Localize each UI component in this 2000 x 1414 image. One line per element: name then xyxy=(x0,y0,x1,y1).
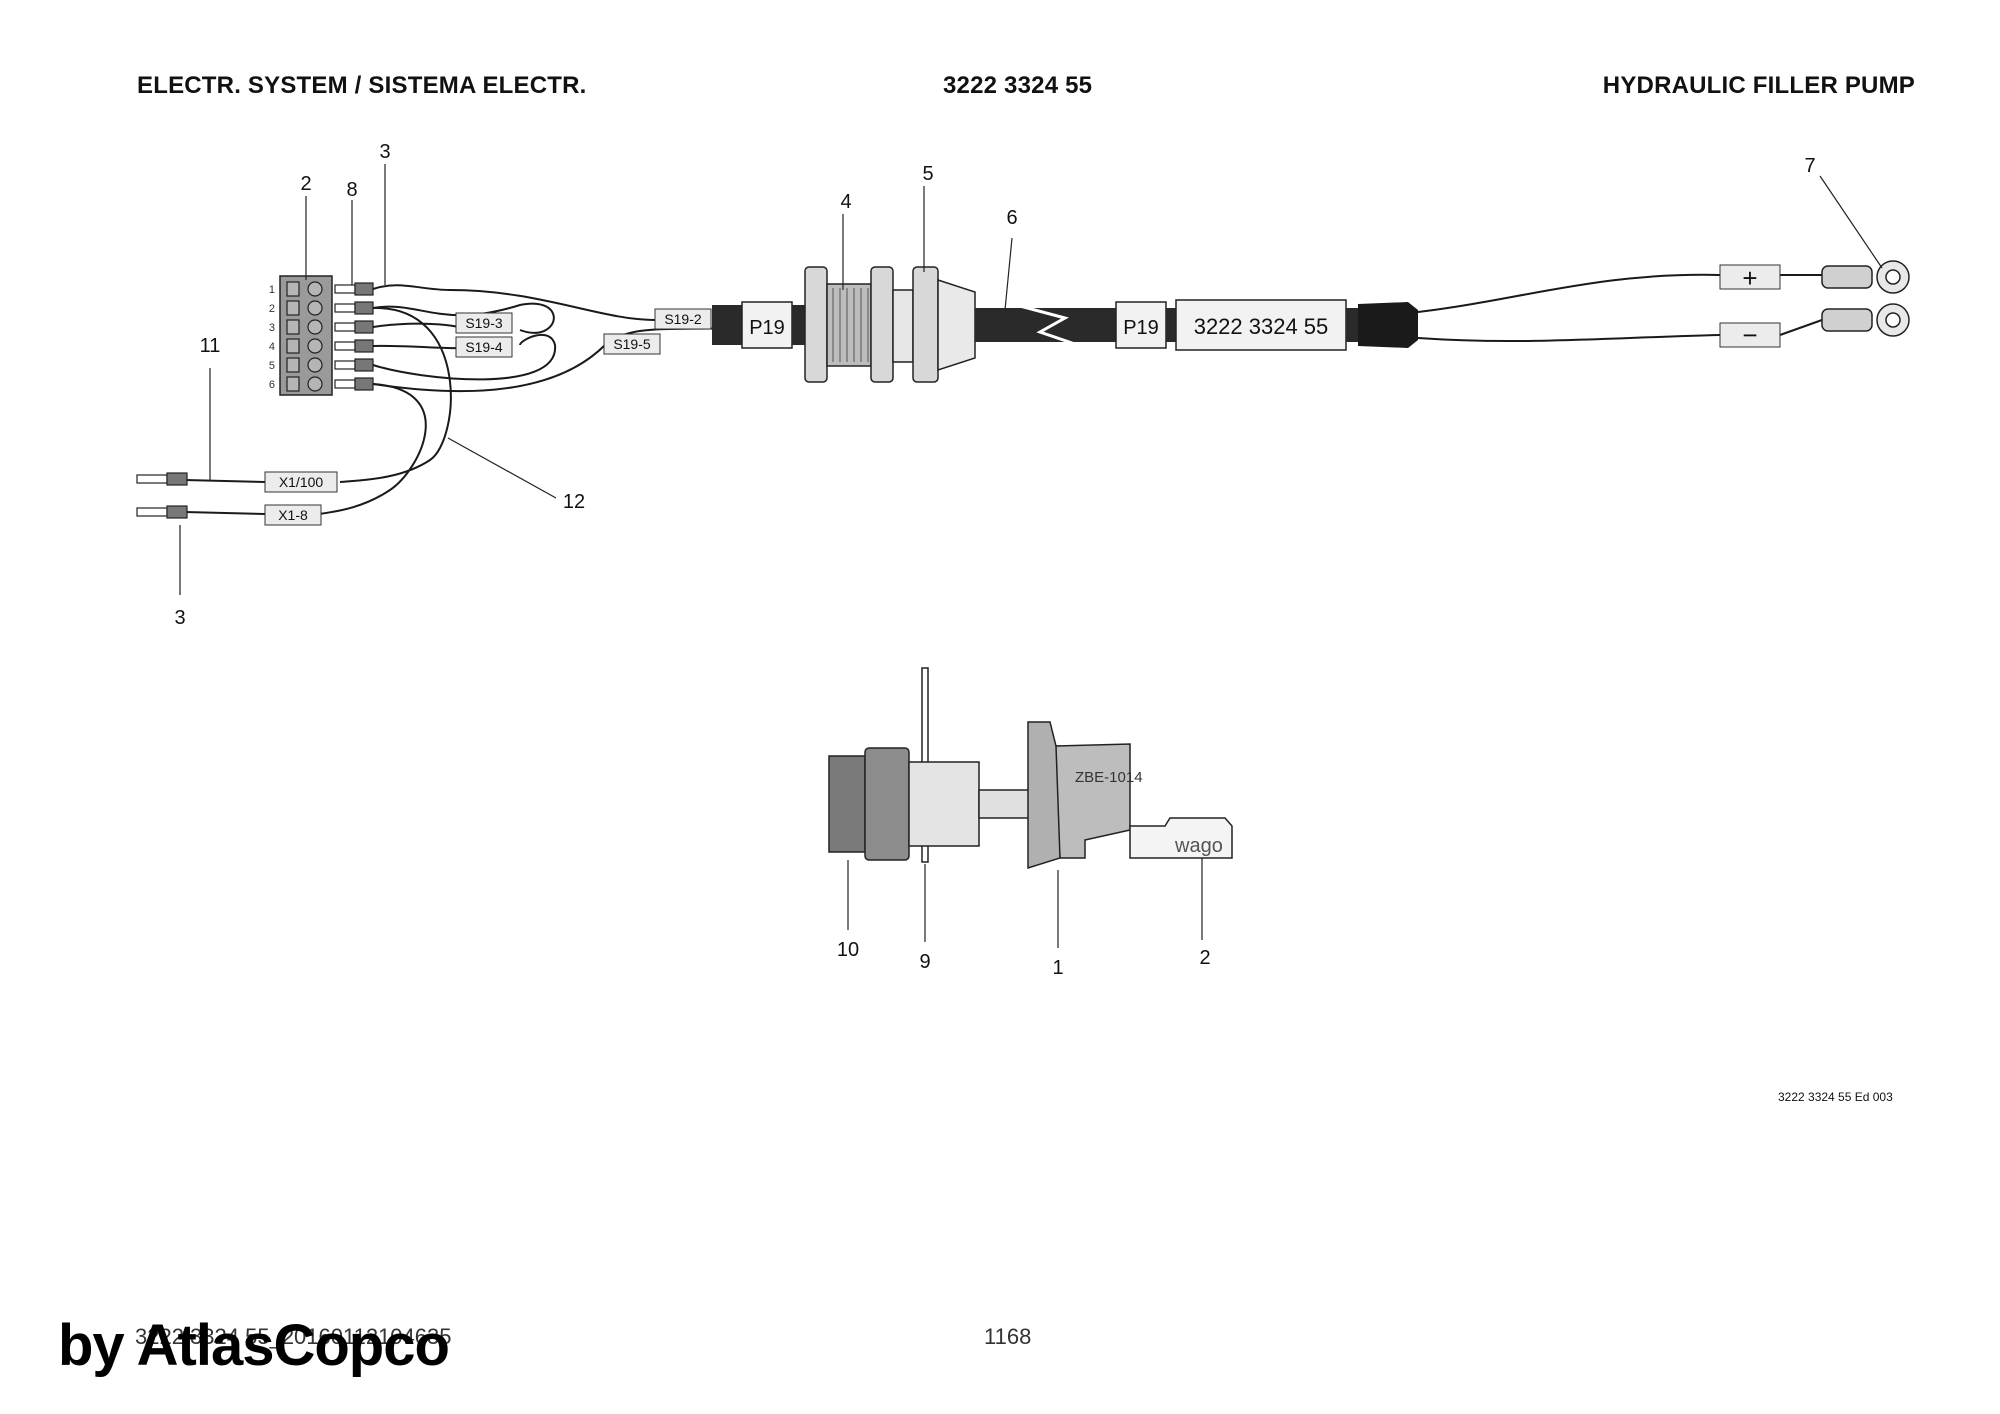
wire xyxy=(184,511,266,515)
switch-bezel xyxy=(864,747,910,861)
pin-label: 6 xyxy=(269,379,275,391)
callout-number: 12 xyxy=(563,491,585,513)
tag-s19-4: S19-4 xyxy=(465,339,503,355)
callout-number: 1 xyxy=(1052,957,1063,979)
minus-label: − xyxy=(1742,320,1757,350)
pin-label: 2 xyxy=(269,303,275,315)
callout-number: 8 xyxy=(346,179,357,201)
terminal-block: 1 2 3 4 5 6 xyxy=(269,275,333,396)
callout-number: 3 xyxy=(379,141,390,163)
watermark: by AtlasCopco xyxy=(58,1313,450,1378)
bulkhead-fitting xyxy=(804,266,976,383)
wire xyxy=(319,383,427,515)
wire xyxy=(372,322,471,334)
wire xyxy=(1417,334,1721,342)
ring-terminals xyxy=(1821,260,1910,337)
wire xyxy=(184,479,266,483)
footer-identifier: 3222 3324 55_20160112104635 xyxy=(135,1324,452,1349)
callout-number: 4 xyxy=(840,191,851,213)
callout-number: 6 xyxy=(1006,207,1017,229)
wago-connector xyxy=(1129,817,1233,859)
callout-numbers: 2 8 3 11 3 12 4 5 6 7 10 9 1 2 xyxy=(174,141,1815,979)
header-left-title: ELECTR. SYSTEM / SISTEMA ELECTR. xyxy=(137,72,587,99)
callout-number: 11 xyxy=(200,335,221,357)
callout-number: 3 xyxy=(174,607,185,629)
tag-x1-100: X1/100 xyxy=(279,474,324,490)
wire xyxy=(372,344,471,350)
callout-number: 9 xyxy=(919,951,930,973)
pin-label: 1 xyxy=(269,284,275,296)
tag-s19-2: S19-2 xyxy=(664,311,702,327)
callout-number: 2 xyxy=(1199,947,1210,969)
callout-number: 10 xyxy=(837,939,859,961)
pin-label: 5 xyxy=(269,360,275,372)
header-part-number: 3222 3324 55 xyxy=(943,72,1093,99)
selector-switch: ZBE-1014 wago xyxy=(828,667,1233,870)
wire-ferrules xyxy=(334,282,374,391)
header-right-title: HYDRAULIC FILLER PUMP xyxy=(1602,72,1915,99)
mounting-adapter xyxy=(1027,721,1061,870)
callout-number: 7 xyxy=(1804,155,1815,177)
document-code: 3222 3324 55 Ed 003 xyxy=(1778,1090,1893,1104)
wire xyxy=(372,333,557,381)
tag-s19-3: S19-3 xyxy=(465,315,503,331)
pin-label: 3 xyxy=(269,322,275,334)
wire xyxy=(339,306,452,483)
page-number: 1168 xyxy=(984,1324,1032,1349)
switch-knob xyxy=(828,755,866,853)
wire xyxy=(1779,319,1823,336)
battery-leads xyxy=(1417,273,1823,342)
callout-number: 2 xyxy=(300,173,311,195)
tag-s19-5: S19-5 xyxy=(613,336,651,352)
plus-label: + xyxy=(1742,263,1757,293)
wire xyxy=(372,327,741,393)
break-symbol xyxy=(1019,304,1076,346)
pin-label: 4 xyxy=(269,341,275,353)
leader-lines xyxy=(179,164,1883,948)
tag-x1-8: X1-8 xyxy=(278,507,308,523)
loose-wire-ends xyxy=(136,472,188,519)
wires xyxy=(184,284,741,515)
main-cable: P19 P19 3222 3324 55 xyxy=(712,266,1418,383)
contact-block xyxy=(1055,743,1131,859)
label-p19-right: P19 xyxy=(1123,317,1159,339)
contact-block-label: ZBE-1014 xyxy=(1075,769,1143,786)
wire xyxy=(1417,273,1721,313)
wire xyxy=(372,302,555,334)
cable-sleeve xyxy=(1358,302,1418,348)
label-p19-left: P19 xyxy=(749,317,785,339)
cable-id-label: 3222 3324 55 xyxy=(1194,314,1329,339)
wire xyxy=(372,284,656,321)
wire-tags: S19-3 S19-4 S19-2 S19-5 X1/100 X1-8 xyxy=(264,308,712,526)
polarity-tags: + − xyxy=(1719,263,1781,350)
callout-number: 5 xyxy=(922,163,933,185)
wago-label: wago xyxy=(1174,835,1223,857)
